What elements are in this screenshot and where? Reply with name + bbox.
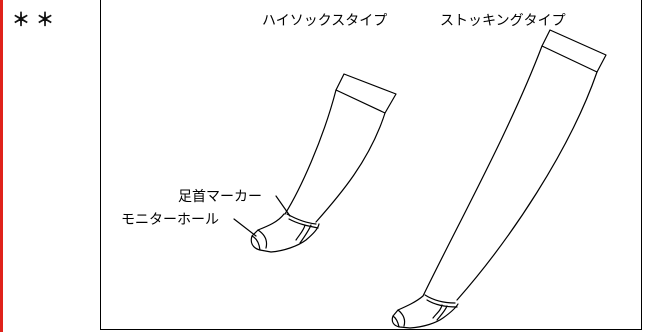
high-sock-leg [284, 89, 386, 223]
stocking-illustration [233, 29, 607, 329]
stocking-top-band [541, 29, 607, 73]
section-marker: ＊＊ [12, 10, 60, 31]
ankle-marker-label: 足首マーカー [178, 189, 262, 205]
monitor-hole-label: モニターホール [121, 212, 219, 228]
stocking-monitor-hole [392, 309, 406, 328]
high-sock-type-label: ハイソックスタイプ [262, 13, 388, 29]
high-sock-heel [295, 224, 312, 244]
high-sock-drawing [250, 73, 397, 253]
figure-frame [100, 0, 642, 330]
stocking-leg [422, 45, 598, 301]
high-sock-top-band [335, 73, 397, 114]
stocking-foot [391, 295, 459, 329]
high-sock-monitor-hole [251, 229, 268, 251]
stocking-heel [432, 304, 448, 321]
stocking-ankle-marker [424, 294, 458, 308]
ankle-marker-leader [275, 195, 291, 217]
red-margin-bar [0, 0, 3, 332]
stocking-drawing [391, 29, 607, 329]
high-sock-ankle-marker [286, 213, 319, 229]
monitor-hole-leader [233, 218, 257, 237]
stocking-type-label: ストッキングタイプ [440, 13, 566, 29]
